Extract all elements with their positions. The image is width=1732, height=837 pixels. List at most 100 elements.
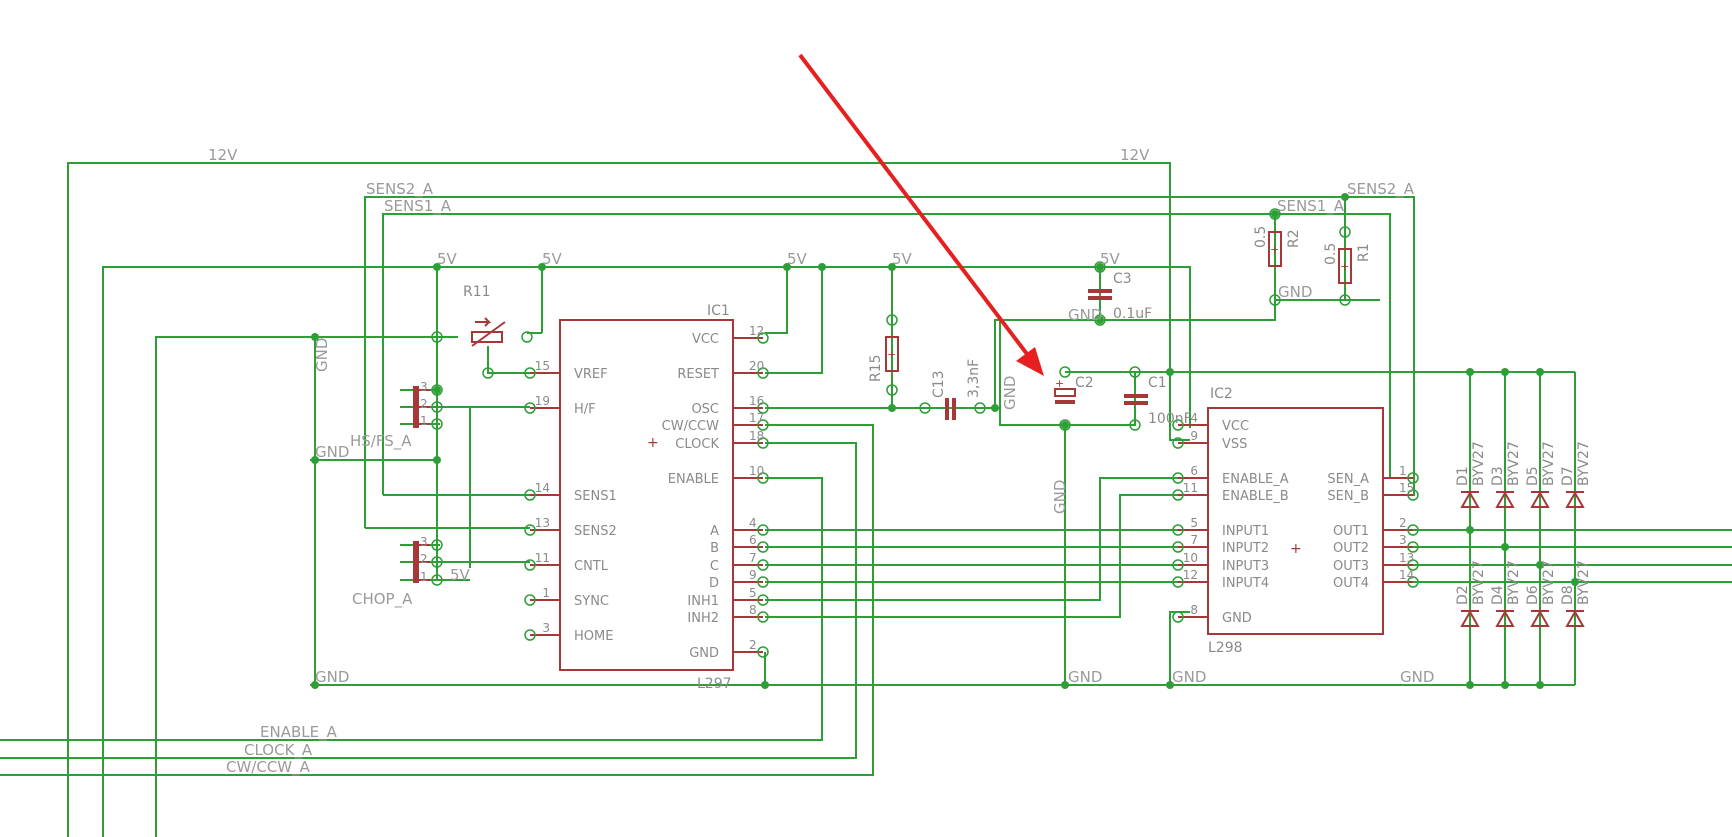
net-5v-6: 5V (450, 566, 471, 584)
ic1-pin-number: 4 (749, 516, 757, 530)
ic1-pin-label: A (710, 524, 719, 539)
svg-text:3: 3 (420, 380, 428, 394)
ic2-pin-number: 2 (1399, 516, 1407, 530)
chop-jumper[interactable]: 321 CHOP_A (352, 535, 443, 609)
net-5v-1: 5V (437, 250, 458, 268)
net-gnd-9: GND (1400, 668, 1434, 686)
ic1-pin-number: 11 (535, 551, 550, 565)
ic1-pin-label: VREF (574, 367, 608, 382)
ic2-l298[interactable]: + IC2 L298 4VCC9VSS6ENABLE_A11ENABLE_B5I… (1172, 386, 1419, 656)
net-enable: ENABLE_A (260, 723, 338, 742)
ic2-pin-number: 15 (1399, 481, 1414, 495)
ic1-pin-h-f[interactable]: 19H/F (524, 394, 596, 417)
c3-capacitor[interactable]: C3 0.1uF (1088, 261, 1152, 326)
r2-resistor[interactable]: + 0.5 R2 (1253, 208, 1302, 306)
ic2-pin-label: ENABLE_B (1222, 489, 1289, 504)
diode-name: D6 (1525, 585, 1541, 605)
diode-value: BYV27 (1471, 441, 1487, 486)
ic1-pin-label: SENS1 (574, 489, 617, 504)
ic1-pin-b[interactable]: 6B (710, 533, 769, 556)
r2-label: R2 (1286, 229, 1302, 248)
r11-label: R11 (463, 284, 491, 300)
ic1-pin-number: 19 (535, 394, 550, 408)
ic1-pin-c[interactable]: 7C (710, 551, 769, 574)
net-gnd-6: GND (1051, 480, 1069, 514)
svg-text:2: 2 (420, 397, 428, 411)
r15-resistor[interactable]: + R15 (868, 314, 899, 396)
c2-capacitor[interactable]: + C2 (1054, 366, 1094, 431)
c3-name: C3 (1113, 271, 1132, 287)
ic1-pin-a[interactable]: 4A (710, 516, 769, 539)
ic2-pin-label: ENABLE_A (1222, 472, 1289, 487)
ic1-pin-label: GND (689, 646, 719, 661)
ic1-pin-label: INH1 (687, 594, 719, 609)
ic2-origin-marker: + (1290, 541, 1302, 557)
net-5v-2: 5V (542, 250, 563, 268)
net-sens1-right: SENS1_A (1277, 197, 1345, 216)
c13-value: 3,3nF (966, 359, 982, 398)
ic2-pin-label: SEN_B (1327, 489, 1369, 504)
net-5v-4: 5V (892, 250, 913, 268)
ic1-l297[interactable]: + IC1 L297 15VREF19H/F14SENS113SENS211CN… (524, 303, 769, 692)
diode-name: D7 (1560, 466, 1576, 486)
ic1-pin-label: C (710, 559, 719, 574)
ic1-origin-marker: + (647, 435, 659, 451)
ic2-pin-number: 5 (1190, 516, 1198, 530)
hsfs-label: HS/FS_A (350, 432, 412, 451)
ic2-pin-label: SEN_A (1327, 472, 1369, 487)
ic1-pin-d[interactable]: 9D (709, 568, 769, 591)
hsfs-jumper[interactable]: 321 HS/FS_A (350, 380, 443, 451)
c13-capacitor[interactable]: C13 3,3nF (919, 359, 986, 420)
ic2-pin-label: INPUT3 (1222, 559, 1269, 574)
r1-resistor[interactable]: + 0.5 R1 (1323, 226, 1372, 306)
ic1-pin-label: D (709, 576, 719, 591)
r11-trimmer[interactable]: R11 (431, 284, 533, 379)
diode-name: D8 (1560, 585, 1576, 605)
diode-value: BYV27 (1506, 441, 1522, 486)
c1-capacitor[interactable]: C1 100nF (1124, 366, 1192, 431)
ic1-pin-label: RESET (677, 367, 719, 382)
diode-value: BYV27 (1506, 560, 1522, 605)
ic1-pin-number: 14 (535, 481, 550, 495)
r2-value: 0.5 (1253, 226, 1269, 248)
